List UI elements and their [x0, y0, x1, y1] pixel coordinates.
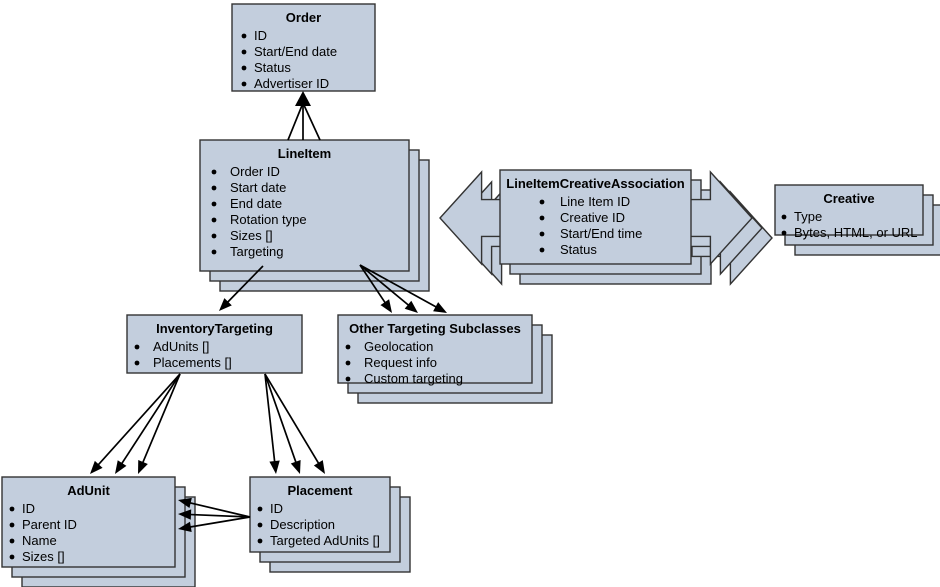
entity-attribute: Custom targeting — [364, 371, 463, 386]
entity-attribute: Sizes [] — [230, 228, 273, 243]
attribute-bullet-icon — [241, 49, 247, 55]
entity-box-frame — [231, 3, 376, 92]
entity-attribute: Targeting — [230, 244, 283, 259]
entity-title: LineItem — [278, 146, 331, 161]
entity-box-frame — [774, 184, 924, 236]
entity-attribute: Order ID — [230, 164, 280, 179]
entity-attribute: Name — [22, 533, 57, 548]
attribute-bullet-icon — [345, 360, 351, 366]
relationship-connectors — [90, 91, 447, 532]
attribute-bullet-icon — [241, 65, 247, 71]
attribute-bullet-icon — [211, 201, 217, 207]
attribute-bullet-icon — [257, 522, 263, 528]
entity-title: Other Targeting Subclasses — [349, 321, 521, 336]
entity-box-frame — [1, 476, 176, 568]
connector-placement-to-adunit-3 — [178, 516, 251, 532]
attribute-bullet-icon — [211, 233, 217, 239]
attribute-bullet-icon — [9, 554, 15, 560]
attribute-bullet-icon — [781, 214, 787, 220]
entity-attribute: Status — [560, 242, 597, 257]
connector-inventorytargeting-to-adunit-3 — [138, 373, 181, 474]
entity-box-frame — [499, 169, 692, 265]
connector-lineitem-to-inventorytargeting — [219, 265, 264, 311]
entity-attribute: Rotation type — [230, 212, 307, 227]
attribute-bullet-icon — [211, 217, 217, 223]
entity-attribute: AdUnits [] — [153, 339, 209, 354]
entity-attribute: Advertiser ID — [254, 76, 329, 91]
attribute-bullet-icon — [257, 506, 263, 512]
entity-attribute: Start/End date — [254, 44, 337, 59]
entity-title: Creative — [823, 191, 874, 206]
attribute-bullet-icon — [539, 247, 545, 253]
attribute-bullet-icon — [9, 522, 15, 528]
entity-title: Placement — [287, 483, 353, 498]
connector-inventorytargeting-to-placement-3 — [264, 373, 325, 474]
attribute-bullet-icon — [241, 81, 247, 87]
entity-title: LineItemCreativeAssociation — [506, 176, 685, 191]
entity-attribute: Targeted AdUnits [] — [270, 533, 380, 548]
attribute-bullet-icon — [257, 538, 263, 544]
entity-attribute: Geolocation — [364, 339, 433, 354]
entity-attribute: Start date — [230, 180, 286, 195]
entity-attribute: Placements [] — [153, 355, 232, 370]
connector-placement-to-adunit-2 — [178, 509, 251, 520]
connector-inventorytargeting-to-placement-2 — [264, 373, 301, 474]
attribute-bullet-icon — [134, 360, 140, 366]
attribute-bullet-icon — [241, 33, 247, 39]
attribute-bullet-icon — [345, 344, 351, 350]
entity-attribute: Parent ID — [22, 517, 77, 532]
connector-inventorytargeting-to-placement-1 — [264, 373, 280, 474]
entity-title: AdUnit — [67, 483, 110, 498]
entity-attribute: Status — [254, 60, 291, 75]
attribute-bullet-icon — [211, 169, 217, 175]
connector-lineitem-to-othertargeting-3 — [359, 264, 447, 313]
entity-attribute: Type — [794, 209, 822, 224]
entity-attribute: Start/End time — [560, 226, 642, 241]
entity-attribute: ID — [254, 28, 267, 43]
entity-attribute: ID — [22, 501, 35, 516]
attribute-bullet-icon — [539, 199, 545, 205]
connector-lineitem-to-othertargeting-1 — [359, 264, 392, 313]
entity-attribute: Description — [270, 517, 335, 532]
entity-title: Order — [286, 10, 321, 25]
attribute-bullet-icon — [211, 249, 217, 255]
attribute-bullet-icon — [9, 506, 15, 512]
attribute-bullet-icon — [345, 376, 351, 382]
connector-inventorytargeting-to-adunit-2 — [115, 373, 181, 474]
entity-box-frame — [126, 314, 303, 374]
attribute-bullet-icon — [134, 344, 140, 350]
entity-box-frame — [199, 139, 410, 272]
entity-box-frame — [337, 314, 533, 384]
entity-attribute: Request info — [364, 355, 437, 370]
connector-lineitem-to-othertargeting-2 — [359, 264, 418, 313]
entity-attribute: End date — [230, 196, 282, 211]
entity-othertargetingsubclasses[interactable]: Other Targeting SubclassesGeolocationReq… — [337, 314, 533, 386]
entity-box-frame — [249, 476, 391, 553]
attribute-bullet-icon — [539, 215, 545, 221]
entity-attribute: Bytes, HTML, or URL — [794, 225, 918, 240]
entity-attribute: Creative ID — [560, 210, 625, 225]
entity-attribute: Line Item ID — [560, 194, 630, 209]
entity-title: InventoryTargeting — [156, 321, 273, 336]
attribute-bullet-icon — [211, 185, 217, 191]
connector-lineitem-to-order — [287, 91, 321, 141]
connector-inventorytargeting-to-adunit-1 — [90, 373, 181, 474]
attribute-bullet-icon — [539, 231, 545, 237]
attribute-bullet-icon — [9, 538, 15, 544]
entity-attribute: ID — [270, 501, 283, 516]
attribute-bullet-icon — [781, 230, 787, 236]
connector-placement-to-adunit-1 — [178, 497, 251, 518]
entity-attribute: Sizes [] — [22, 549, 65, 564]
